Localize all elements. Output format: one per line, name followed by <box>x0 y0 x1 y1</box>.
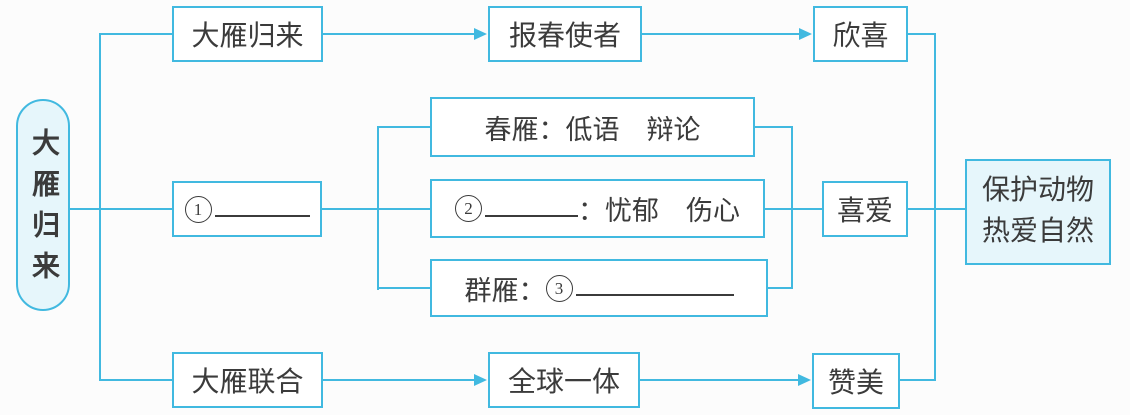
arrowhead-icon <box>798 374 811 386</box>
branch-top-emotion-label: 欣喜 <box>832 21 889 52</box>
connector-left-trunk <box>99 33 101 381</box>
connector-bottom-arrow-1 <box>323 379 475 381</box>
branch-bottom-emotion: 赞美 <box>812 353 900 409</box>
connector-emotion-to-conclusion <box>908 208 965 210</box>
connector-stub-detail-1 <box>377 126 430 128</box>
branch-middle-emotion-label: 喜爱 <box>836 196 893 227</box>
connector-details-to-emotion <box>765 208 822 210</box>
blank-line-3 <box>575 280 734 296</box>
branch-middle-emotion: 喜爱 <box>822 181 908 237</box>
branch-bottom-node: 大雁联合 <box>172 352 323 408</box>
connector-trunk-to-top <box>99 33 172 35</box>
connector-bottom-emotion-to-trunk <box>900 379 936 381</box>
branch-bottom-emotion-label: 赞美 <box>827 368 884 399</box>
branch-middle-detail-3: 群雁： 3 <box>430 259 768 317</box>
branch-top-node: 大雁归来 <box>172 6 323 62</box>
blank-line-1 <box>214 201 310 217</box>
branch-top-detail-label: 报春使者 <box>508 21 621 52</box>
branch-top-emotion: 欣喜 <box>813 6 908 62</box>
connector-root-to-middle <box>70 208 172 210</box>
connector-bottom-arrow-2 <box>640 379 799 381</box>
connector-detail-1-right <box>755 126 793 128</box>
conclusion-line-1: 保护动物 <box>981 175 1094 207</box>
circled-number-3: 3 <box>545 274 573 302</box>
arrowhead-icon <box>474 28 487 40</box>
branch-middle-detail-1-label: 春雁：低语 辩论 <box>484 114 701 145</box>
connector-stub-detail-3 <box>377 287 430 289</box>
branch-bottom-detail-label: 全球一体 <box>507 367 620 398</box>
branch-middle-detail-2: 2 ：忧郁 伤心 <box>430 179 765 238</box>
circled-number-2: 2 <box>455 195 482 222</box>
connector-top-arrow-2 <box>642 33 800 35</box>
arrowhead-icon <box>474 374 487 386</box>
circled-number-1: 1 <box>184 195 212 223</box>
connector-trunk-to-bottom <box>99 379 172 381</box>
connector-middle-node-to-details <box>322 208 430 210</box>
connector-top-arrow-1 <box>323 33 475 35</box>
branch-bottom-node-label: 大雁联合 <box>191 367 304 398</box>
branch-top-node-label: 大雁归来 <box>191 21 304 52</box>
connector-top-emotion-to-trunk <box>908 33 936 35</box>
branch-middle-detail-1: 春雁：低语 辩论 <box>430 97 755 157</box>
connector-detail-3-right <box>768 287 793 289</box>
connector-right-trunk <box>934 33 936 381</box>
conclusion-line-2: 热爱自然 <box>981 216 1094 247</box>
arrowhead-icon <box>799 28 812 40</box>
branch-top-detail: 报春使者 <box>488 6 642 62</box>
blank-line-2 <box>485 201 578 217</box>
branch-middle-node: 1 <box>172 181 322 237</box>
branch-middle-detail-2-label: ：忧郁 伤心 <box>578 196 740 226</box>
conclusion-node: 保护动物 热爱自然 <box>965 159 1111 265</box>
root-node-label: 大雁归来 <box>28 128 59 292</box>
connector-middle-left-bracket <box>377 126 379 290</box>
branch-middle-detail-3-label: 群雁： <box>464 275 546 306</box>
branch-bottom-detail: 全球一体 <box>488 352 640 408</box>
root-node: 大雁归来 <box>16 99 70 311</box>
connector-middle-right-bracket <box>791 126 793 289</box>
